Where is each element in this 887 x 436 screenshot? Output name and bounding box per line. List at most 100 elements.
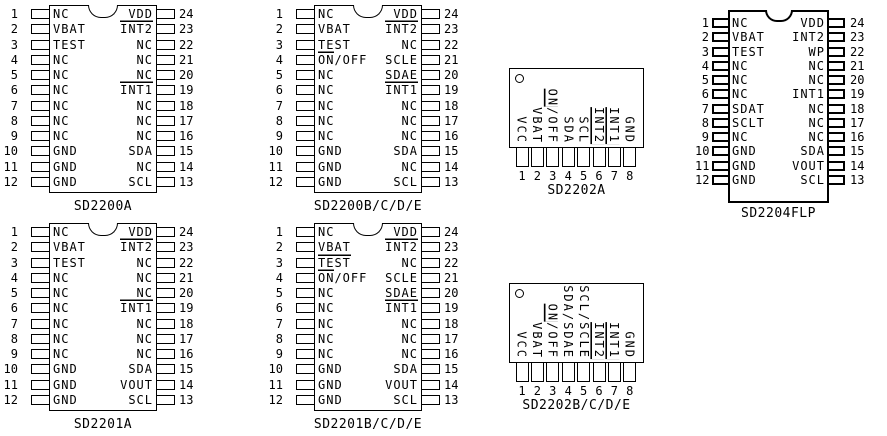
pin-box <box>156 176 175 187</box>
pin-number: 10 <box>695 144 710 159</box>
pin-box <box>623 147 637 167</box>
pin-box <box>296 257 315 268</box>
pin-box <box>712 18 730 28</box>
pin-label: NC <box>318 301 335 316</box>
pin-number: 1 <box>701 16 709 30</box>
pin-number: 7 <box>610 384 618 398</box>
pin-label: NC <box>401 331 418 346</box>
pin-number: 7 <box>275 98 283 113</box>
pin-number: 3 <box>701 44 709 59</box>
pin-label: INT2 <box>792 30 825 45</box>
pin-label: GND <box>318 392 343 407</box>
pin-label: NC <box>732 130 749 145</box>
pin-label: NC <box>732 58 749 73</box>
pin-number: 22 <box>179 37 194 52</box>
pin-label: GND <box>53 377 78 392</box>
pin-label: GND <box>318 159 343 174</box>
pin-number: 12 <box>695 172 710 187</box>
pin-box <box>296 333 315 344</box>
pin-label: NC <box>53 347 70 362</box>
pin-box <box>296 24 315 35</box>
pin-box <box>156 70 175 81</box>
pin-number: 12 <box>3 392 18 407</box>
pin-label: NC <box>808 130 825 145</box>
pin-number: 18 <box>850 101 865 116</box>
pin-box <box>156 161 175 172</box>
chip-body <box>49 5 157 193</box>
pin-number: 5 <box>275 286 283 301</box>
pin-box <box>31 85 50 96</box>
pin-box <box>156 394 175 405</box>
pin-label: GND <box>318 174 343 189</box>
pin-box <box>712 160 730 171</box>
pin-number: 6 <box>701 87 709 102</box>
pin-number: 16 <box>179 347 194 362</box>
pin-box <box>421 242 440 253</box>
pin-box <box>296 272 315 283</box>
pin-number: 20 <box>850 73 865 88</box>
pin-box <box>156 227 175 237</box>
pin-box <box>156 85 175 96</box>
pin-label: NC <box>318 113 335 128</box>
pin-number: 21 <box>179 52 194 67</box>
pin-number: 11 <box>268 377 283 392</box>
chip-title: SD2201A <box>73 417 133 432</box>
chip-title: SD2204FLP <box>741 206 816 221</box>
pin-label-rotated-text: INT2 <box>592 322 606 359</box>
pin-number: 5 <box>579 384 588 398</box>
pin-number: 18 <box>179 98 194 113</box>
pin-number: 10 <box>3 144 18 159</box>
pin-label: GND <box>53 362 78 377</box>
pin-label-overlined-segment: ON <box>545 303 560 323</box>
pin-box <box>31 272 50 283</box>
pin-box <box>592 147 606 167</box>
pin-box <box>712 32 730 43</box>
pin-box <box>31 318 50 329</box>
pin-box <box>31 333 50 344</box>
pin-label: VBAT <box>53 22 86 37</box>
pin-number: 4 <box>275 270 283 285</box>
pin-label-rotated-text: INT2 <box>592 107 606 144</box>
pin-label: SCL <box>800 172 825 187</box>
pin-box <box>31 394 50 405</box>
pin-box <box>421 364 440 375</box>
pin-label: NC <box>53 113 70 128</box>
pin-label-text: /OFF <box>334 52 368 67</box>
pin-box <box>156 54 175 65</box>
pin-number: 8 <box>275 331 283 346</box>
pin-box <box>296 9 315 19</box>
pin-number: 2 <box>275 22 283 37</box>
pin-label: VDD <box>128 225 153 239</box>
pin-label: NC <box>136 37 153 52</box>
pin-box <box>156 303 175 314</box>
pin-number: 14 <box>444 159 459 174</box>
pin-box <box>421 161 440 172</box>
pin-box <box>421 100 440 111</box>
pin-label: NC <box>401 347 418 362</box>
pin-number: 3 <box>10 37 18 52</box>
pin-box <box>421 379 440 390</box>
pin-box <box>156 379 175 390</box>
pin-label: NC <box>53 83 70 98</box>
pin-box <box>156 364 175 375</box>
pin-box <box>31 227 50 237</box>
pin-label: NC <box>401 159 418 174</box>
pin-number: 21 <box>444 270 459 285</box>
pin-label: NC <box>401 113 418 128</box>
pin-label: SDA <box>128 144 153 159</box>
pin-number: 24 <box>179 225 194 239</box>
chip-title: SD2202A <box>547 183 606 198</box>
pin-label: NC <box>136 98 153 113</box>
pin-box <box>31 24 50 35</box>
pin-number: 13 <box>179 392 194 407</box>
pin-box <box>561 147 575 167</box>
pin-box <box>156 131 175 142</box>
pin-label-rotated-text: GND <box>622 116 637 144</box>
pin-box <box>421 9 440 19</box>
pin-number: 20 <box>444 286 459 301</box>
pin-box <box>296 379 315 390</box>
pin-label: NC <box>318 7 335 21</box>
pin-number: 14 <box>444 377 459 392</box>
chip-body <box>509 68 644 148</box>
pin-number: 1 <box>10 225 18 239</box>
